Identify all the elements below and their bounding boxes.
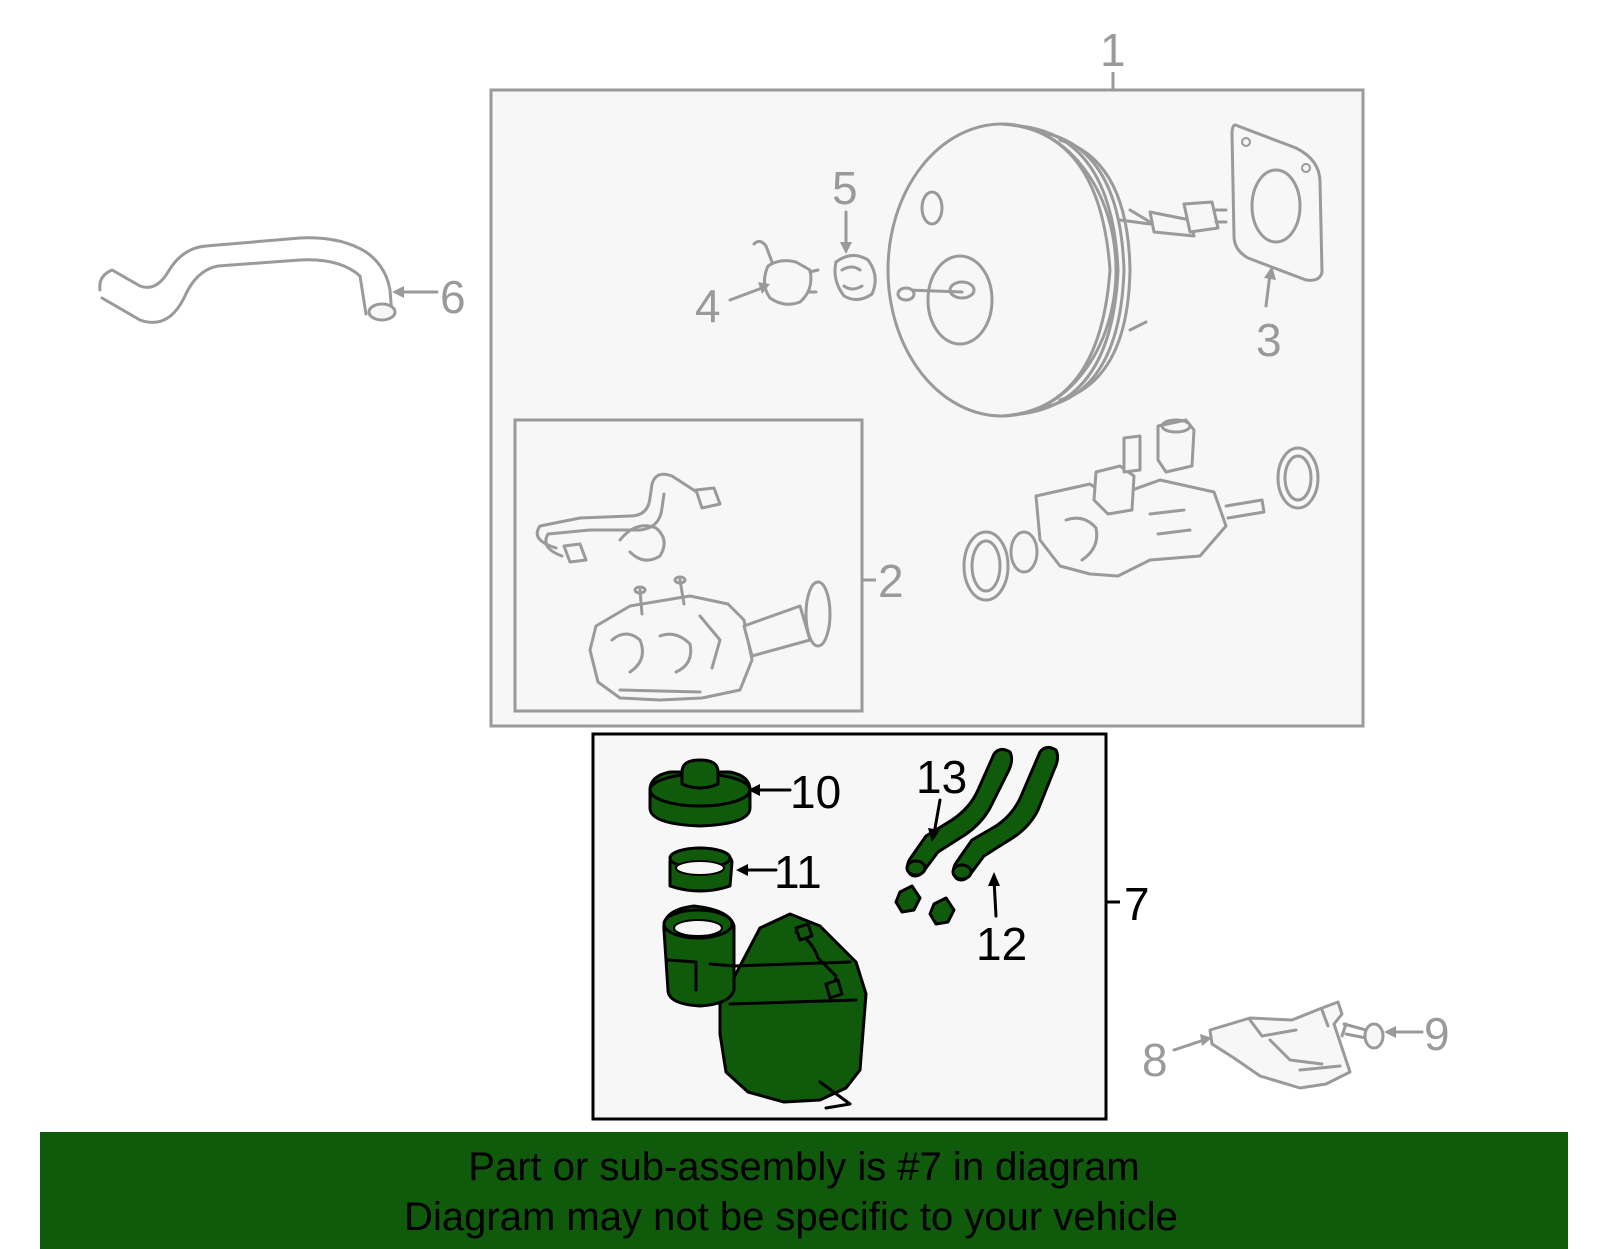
callout-5: 5: [832, 162, 858, 214]
callout-13: 13: [916, 751, 967, 803]
callout-3: 3: [1256, 314, 1282, 366]
info-banner: Part or sub-assembly is #7 in diagram Di…: [40, 1132, 1568, 1249]
bracket-part-8: [1208, 1000, 1352, 1090]
vacuum-hose-part-6: [98, 236, 397, 324]
arrowhead-13: [928, 828, 940, 842]
grommet-part-5: [833, 254, 877, 301]
o-ring-right-inner: [1283, 454, 1313, 502]
callout-7: 7: [1124, 878, 1150, 930]
arrowhead-8: [1200, 1034, 1212, 1046]
brake-lines-part-2: [535, 472, 722, 564]
arrow-4: [728, 286, 764, 302]
bolt-part-9: [1340, 1022, 1385, 1050]
arrowhead-10: [748, 784, 760, 796]
master-cylinder: [1034, 418, 1266, 578]
hose-part-12: [951, 745, 1060, 882]
banner-line-1: Part or sub-assembly is #7 in diagram: [468, 1145, 1140, 1189]
reservoir-cap-part-10: [648, 758, 752, 828]
arrowhead-3: [1264, 266, 1276, 280]
callout-6: 6: [440, 271, 466, 323]
callout-1: 1: [1100, 24, 1126, 76]
callout-8: 8: [1142, 1034, 1168, 1086]
arrow-13: [932, 798, 942, 836]
callout-4: 4: [695, 280, 721, 332]
callout-12: 12: [976, 918, 1027, 970]
gasket-part-3: [1230, 123, 1324, 282]
hose-clip-left: [894, 884, 922, 914]
o-ring-right: [1276, 446, 1320, 510]
hose-clip-right: [928, 896, 956, 926]
arrowhead-6: [392, 286, 404, 298]
check-valve-part-4: [752, 239, 820, 306]
arrowhead-12: [988, 872, 1000, 886]
arrow-3: [1264, 272, 1272, 308]
o-ring-left-small: [1009, 530, 1039, 574]
arrowhead-9: [1384, 1026, 1396, 1038]
o-ring-left-large-inner: [970, 539, 1002, 593]
arrow-8: [1172, 1038, 1206, 1052]
master-cylinder-part-2: [588, 575, 832, 702]
arrowhead-4: [758, 282, 770, 294]
callout-11: 11: [774, 846, 822, 898]
callout-9: 9: [1424, 1008, 1450, 1060]
banner-line-2: Diagram may not be specific to your vehi…: [404, 1195, 1178, 1239]
reservoir-tank: [662, 904, 868, 1110]
callout-10: 10: [790, 766, 841, 818]
callout-2: 2: [878, 555, 904, 607]
hose-part-13: [905, 747, 1014, 878]
arrowhead-5: [840, 242, 852, 254]
brake-booster: [886, 122, 1228, 418]
arrowhead-11: [736, 864, 748, 876]
o-ring-left-large: [962, 530, 1010, 602]
strainer-part-11: [668, 846, 734, 893]
